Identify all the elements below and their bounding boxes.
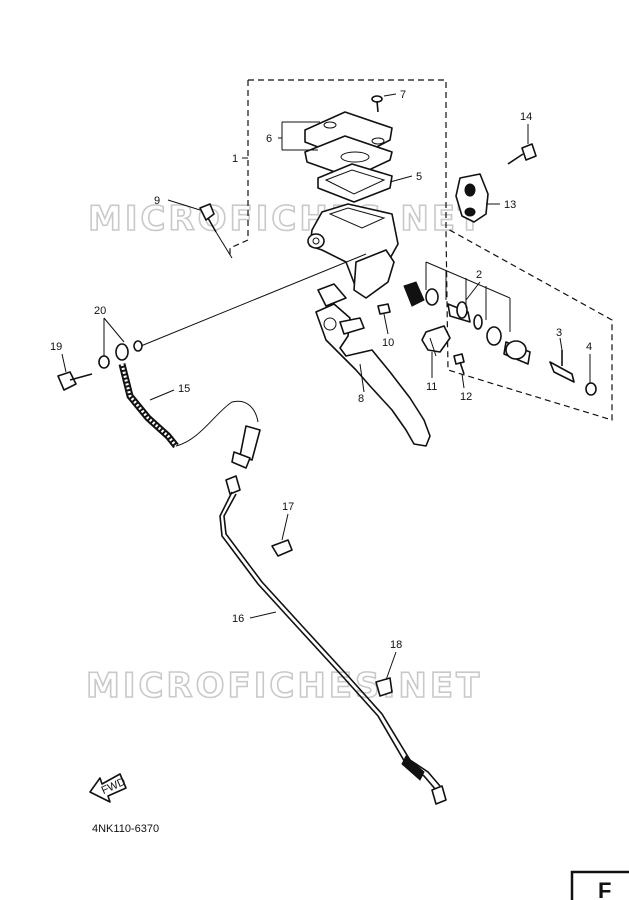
- callout-18: 18: [390, 639, 402, 651]
- callout-8: 8: [358, 393, 364, 405]
- callout-13: 13: [504, 199, 516, 211]
- piston-kit: [403, 261, 531, 365]
- brake-lever: [315, 283, 431, 447]
- brake-hose: [118, 363, 261, 469]
- callout-16: 16: [232, 613, 244, 625]
- callout-12: 12: [460, 391, 472, 403]
- callout-6: 6: [266, 133, 272, 145]
- callout-20: 20: [94, 305, 106, 317]
- callout-9: 9: [154, 195, 160, 207]
- callout-3: 3: [556, 327, 562, 339]
- watermark-bottom: MICROFICHES.NET: [86, 666, 482, 706]
- callout-17: 17: [282, 501, 294, 513]
- master-cylinder-holder: [455, 173, 489, 223]
- switch-screw: [453, 353, 465, 375]
- watermark-top: MICROFICHES.NET: [88, 199, 484, 239]
- cap-4: [585, 382, 597, 396]
- fwd-arrow-icon: FWD: [89, 773, 127, 803]
- callout-5: 5: [416, 171, 422, 183]
- corner-box: F: [570, 870, 629, 900]
- brake-switch: [421, 325, 451, 357]
- corner-label: F: [598, 878, 611, 900]
- union-bolt: [57, 371, 93, 391]
- diaphragm-plate: [304, 135, 393, 179]
- callout-19: 19: [50, 341, 62, 353]
- diagram-code: 4NK110-6370: [92, 823, 159, 835]
- bolt-axis-line: [215, 231, 233, 259]
- callout-15: 15: [178, 383, 190, 395]
- cap-screw: [371, 95, 383, 113]
- callout-10: 10: [382, 337, 394, 349]
- pipe-clamp-18: [375, 677, 393, 697]
- callout-11: 11: [426, 381, 437, 393]
- hose-axis-line: [135, 253, 367, 349]
- callout-1: 1: [232, 153, 238, 165]
- holder-bolt: [507, 143, 537, 165]
- banjo-bolt-9: [199, 203, 217, 233]
- master-cylinder-body: [307, 203, 399, 299]
- callout-14: 14: [520, 111, 532, 123]
- pipe-clamp-17: [271, 539, 293, 557]
- copper-washers: [98, 340, 143, 369]
- pivot-nut: [377, 303, 391, 315]
- adjuster-3: [549, 350, 575, 383]
- callout-2: 2: [476, 269, 482, 281]
- callout-4: 4: [586, 341, 592, 353]
- assembly-boundary: [229, 79, 613, 421]
- diaphragm-gasket: [317, 163, 393, 203]
- leader-lines: [61, 93, 591, 681]
- brake-pipe: [219, 475, 447, 805]
- callout-7: 7: [400, 89, 406, 101]
